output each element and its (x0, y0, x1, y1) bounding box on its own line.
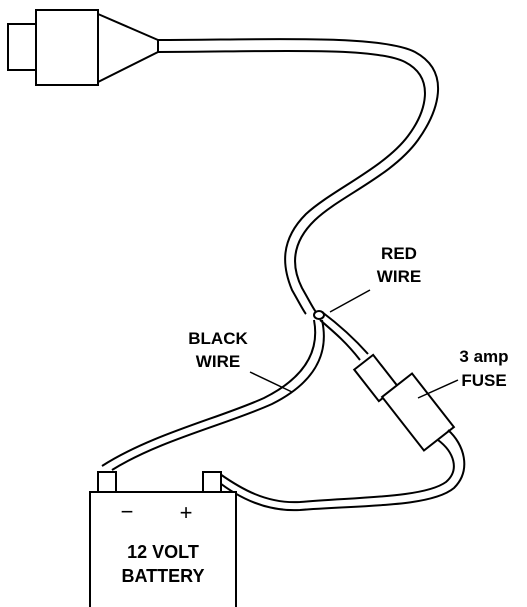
connector-plug (7, 9, 159, 86)
main-cable (157, 38, 440, 315)
wire-junction (313, 310, 325, 320)
fuse-label-line2: FUSE (461, 371, 506, 390)
battery-label-line1: 12 VOLT (127, 542, 199, 562)
negative-symbol: − (121, 499, 134, 524)
black-wire-leader (249, 371, 293, 393)
red-wire-label-line2: WIRE (377, 267, 421, 286)
fuse-holder (352, 353, 456, 452)
positive-terminal (202, 471, 222, 493)
black-wire-label-line1: BLACK (188, 329, 248, 348)
battery: − + 12 VOLT BATTERY (89, 471, 237, 607)
black-wire-label-line2: WIRE (196, 352, 240, 371)
negative-terminal (97, 471, 117, 493)
red-wire-leader (329, 289, 371, 313)
plug-strain-relief (97, 12, 159, 84)
fuse-leader (417, 379, 459, 399)
fuse-body (380, 372, 456, 452)
battery-case (89, 491, 237, 607)
positive-symbol: + (180, 500, 193, 525)
leader-lines (249, 289, 459, 399)
red-wire-label-line1: RED (381, 244, 417, 263)
plug-body (35, 9, 99, 86)
red-wire (319, 311, 369, 361)
fuse-to-battery-wire (215, 429, 466, 512)
battery-label-line2: BATTERY (122, 566, 205, 586)
fuse-label-line1: 3 amp (459, 347, 508, 366)
black-wire (101, 319, 325, 471)
plug-cap (7, 23, 37, 71)
